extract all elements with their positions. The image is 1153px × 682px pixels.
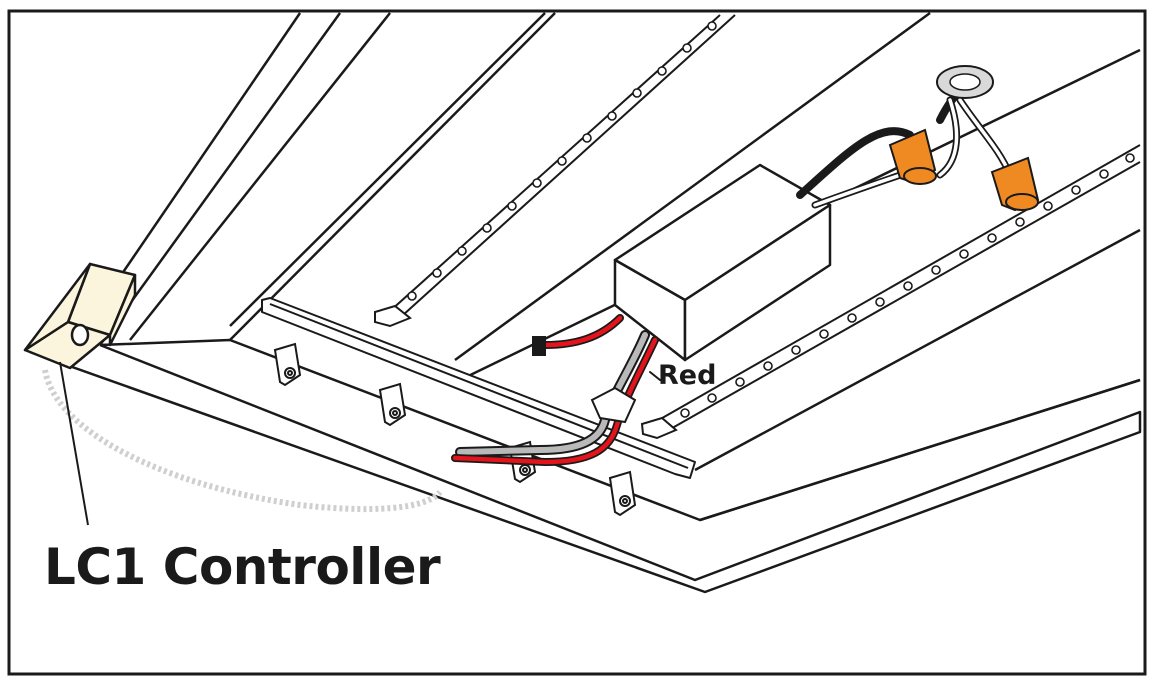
red-wire-label: Red xyxy=(658,360,717,391)
led-driver-box xyxy=(613,163,832,362)
mounting-clip xyxy=(608,470,637,517)
controller-coverage-shadow xyxy=(42,369,443,513)
lc1-controller xyxy=(23,262,137,370)
led-strip-left-end-cap xyxy=(374,304,412,328)
mounting-clip xyxy=(508,440,537,484)
led-strip-right xyxy=(640,144,1141,440)
mounting-clip xyxy=(378,382,407,427)
lc1-controller-label: LC1 Controller xyxy=(44,538,441,596)
mounting-clips xyxy=(273,342,637,517)
controller-pointer-line xyxy=(59,361,89,526)
controller-sensor-port xyxy=(70,323,90,347)
mounting-rail xyxy=(261,297,696,479)
led-strip-left xyxy=(374,14,736,328)
driver-output-wires xyxy=(451,314,661,467)
flying-lead-plug xyxy=(532,336,546,356)
led-strip-right-end-cap xyxy=(640,416,678,440)
wire-connector-block xyxy=(590,386,637,424)
wire-nut-left xyxy=(888,128,937,185)
mounting-clip xyxy=(273,342,302,387)
wire-nut-right xyxy=(990,156,1040,212)
